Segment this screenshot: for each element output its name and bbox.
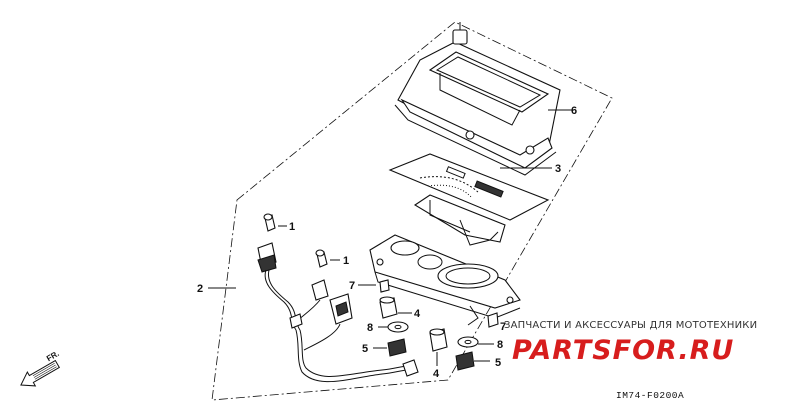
callout-5-left: 5 [362, 343, 368, 355]
bulb-upper [263, 213, 276, 232]
washer-right [457, 336, 479, 348]
wire-harness [257, 242, 419, 383]
callout-6: 6 [571, 105, 577, 117]
nut-right [455, 351, 475, 371]
meter-body [413, 194, 506, 246]
diagram-code: IM74-F0200A [616, 390, 684, 401]
callout-3: 3 [555, 163, 561, 175]
screw-lower [467, 305, 499, 328]
washer-left [387, 321, 409, 333]
screw-upper [379, 279, 390, 293]
callout-4-left: 4 [414, 308, 421, 320]
callout-8-right: 8 [497, 339, 503, 351]
callout-4-right: 4 [433, 368, 440, 380]
callout-1-upper: 1 [289, 221, 295, 233]
grommet-right [429, 328, 448, 352]
callout-5-right: 5 [495, 357, 501, 369]
meter-housing [369, 234, 521, 319]
callout-7-right: 7 [500, 321, 506, 333]
watermark-tagline: ЗАПЧАСТИ И АКСЕССУАРЫ ДЛЯ МОТОТЕХНИКИ [504, 320, 757, 331]
callout-7-left: 7 [349, 280, 355, 292]
grommet-left [379, 296, 398, 319]
bulb-middle [315, 249, 328, 268]
dial-plate [388, 153, 550, 221]
assembly-boundary [211, 21, 613, 401]
watermark-brand: PARTSFOR.RU [512, 335, 734, 366]
meter-case [394, 22, 561, 176]
callout-2: 2 [197, 283, 203, 295]
front-direction-arrow-icon [20, 359, 61, 387]
front-direction-label: FR. [45, 349, 61, 363]
nut-left [387, 338, 407, 357]
callout-1-middle: 1 [343, 255, 349, 267]
callout-8-left: 8 [367, 322, 373, 334]
